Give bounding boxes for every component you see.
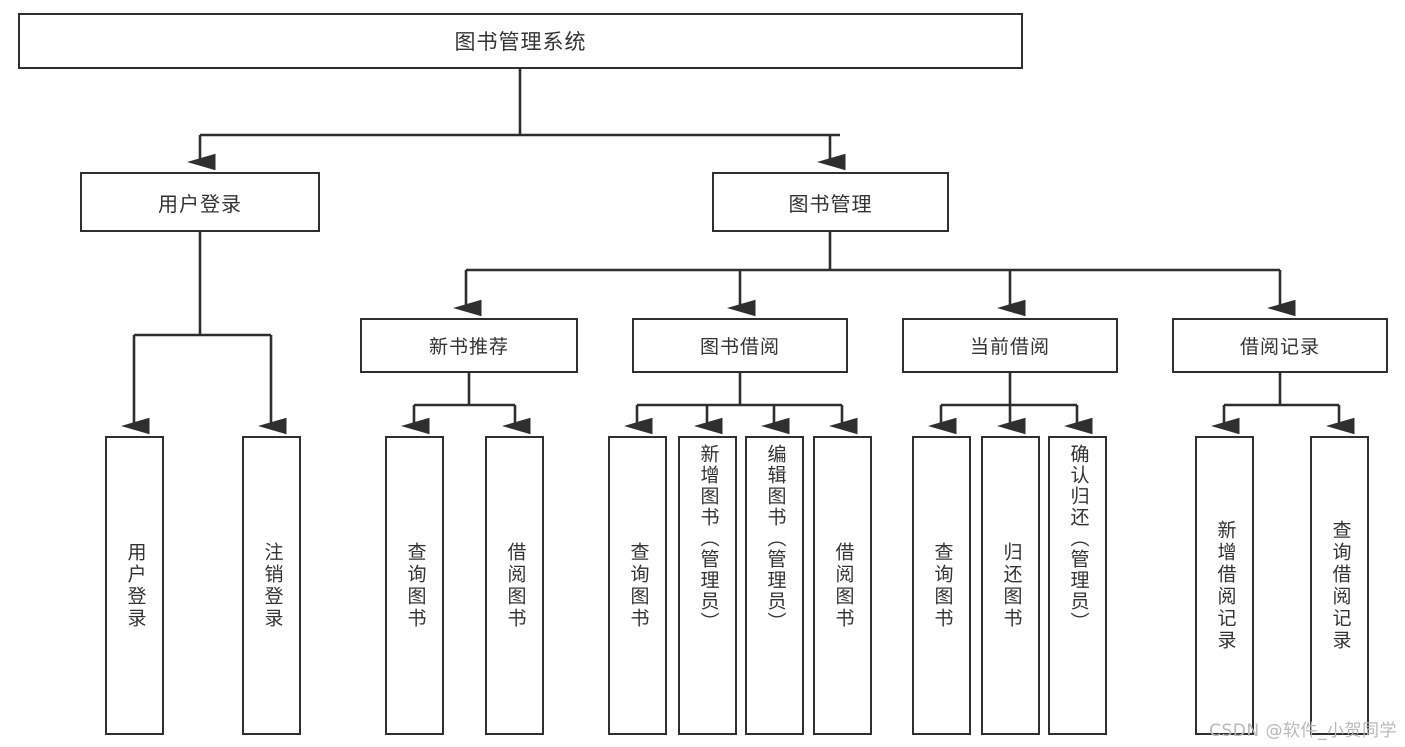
node-leaf-borrow-book-rec[interactable]: 借阅图书 bbox=[485, 436, 544, 735]
node-book-manage-label: 图书管理 bbox=[788, 191, 873, 216]
node-new-book-rec[interactable]: 新书推荐 bbox=[360, 318, 578, 373]
node-leaf-query-book-2-label: 查询图书 bbox=[627, 541, 650, 630]
node-root[interactable]: 图书管理系统 bbox=[18, 13, 1023, 69]
node-leaf-query-book-rec-label: 查询图书 bbox=[404, 541, 427, 630]
node-user-login[interactable]: 用户登录 bbox=[80, 172, 320, 232]
node-leaf-user-login[interactable]: 用户登录 bbox=[105, 436, 164, 735]
node-book-borrow-label: 图书借阅 bbox=[699, 336, 780, 358]
node-leaf-edit-book-label: 编辑图书（管理员） bbox=[764, 444, 787, 633]
node-leaf-borrow-book-rec-label: 借阅图书 bbox=[504, 541, 527, 630]
node-leaf-add-record-label: 新增借阅记录 bbox=[1214, 519, 1237, 652]
node-leaf-add-record[interactable]: 新增借阅记录 bbox=[1195, 436, 1254, 735]
node-leaf-user-logout[interactable]: 注销登录 bbox=[242, 436, 301, 735]
node-leaf-borrow-book-2-label: 借阅图书 bbox=[832, 541, 855, 630]
node-leaf-confirm-return-label: 确认归还（管理员） bbox=[1067, 444, 1090, 633]
node-user-login-label: 用户登录 bbox=[158, 191, 242, 216]
node-leaf-add-book-label: 新增图书（管理员） bbox=[697, 444, 720, 633]
node-current-borrow[interactable]: 当前借阅 bbox=[902, 318, 1118, 373]
node-leaf-edit-book[interactable]: 编辑图书（管理员） bbox=[745, 436, 804, 735]
node-book-borrow[interactable]: 图书借阅 bbox=[632, 318, 848, 373]
node-leaf-add-book[interactable]: 新增图书（管理员） bbox=[678, 436, 737, 735]
node-book-manage[interactable]: 图书管理 bbox=[712, 172, 949, 232]
watermark: CSDN @软件_小贺同学 bbox=[1209, 721, 1397, 741]
node-leaf-confirm-return[interactable]: 确认归还（管理员） bbox=[1048, 436, 1107, 735]
node-leaf-query-book-3-label: 查询图书 bbox=[931, 541, 954, 630]
node-leaf-query-record[interactable]: 查询借阅记录 bbox=[1310, 436, 1369, 735]
node-leaf-return-book-label: 归还图书 bbox=[1000, 541, 1023, 630]
node-leaf-query-book-2[interactable]: 查询图书 bbox=[608, 436, 667, 735]
node-borrow-record[interactable]: 借阅记录 bbox=[1172, 318, 1388, 373]
node-leaf-query-book-rec[interactable]: 查询图书 bbox=[385, 436, 444, 735]
node-leaf-borrow-book-2[interactable]: 借阅图书 bbox=[813, 436, 872, 735]
node-current-borrow-label: 当前借阅 bbox=[969, 336, 1050, 358]
node-borrow-record-label: 借阅记录 bbox=[1239, 336, 1320, 358]
node-new-book-rec-label: 新书推荐 bbox=[428, 336, 509, 358]
node-root-label: 图书管理系统 bbox=[454, 30, 587, 54]
node-leaf-query-book-3[interactable]: 查询图书 bbox=[912, 436, 971, 735]
node-leaf-return-book[interactable]: 归还图书 bbox=[981, 436, 1040, 735]
node-leaf-user-logout-label: 注销登录 bbox=[261, 541, 284, 630]
node-leaf-query-record-label: 查询借阅记录 bbox=[1329, 519, 1352, 652]
node-leaf-user-login-label: 用户登录 bbox=[124, 541, 147, 630]
